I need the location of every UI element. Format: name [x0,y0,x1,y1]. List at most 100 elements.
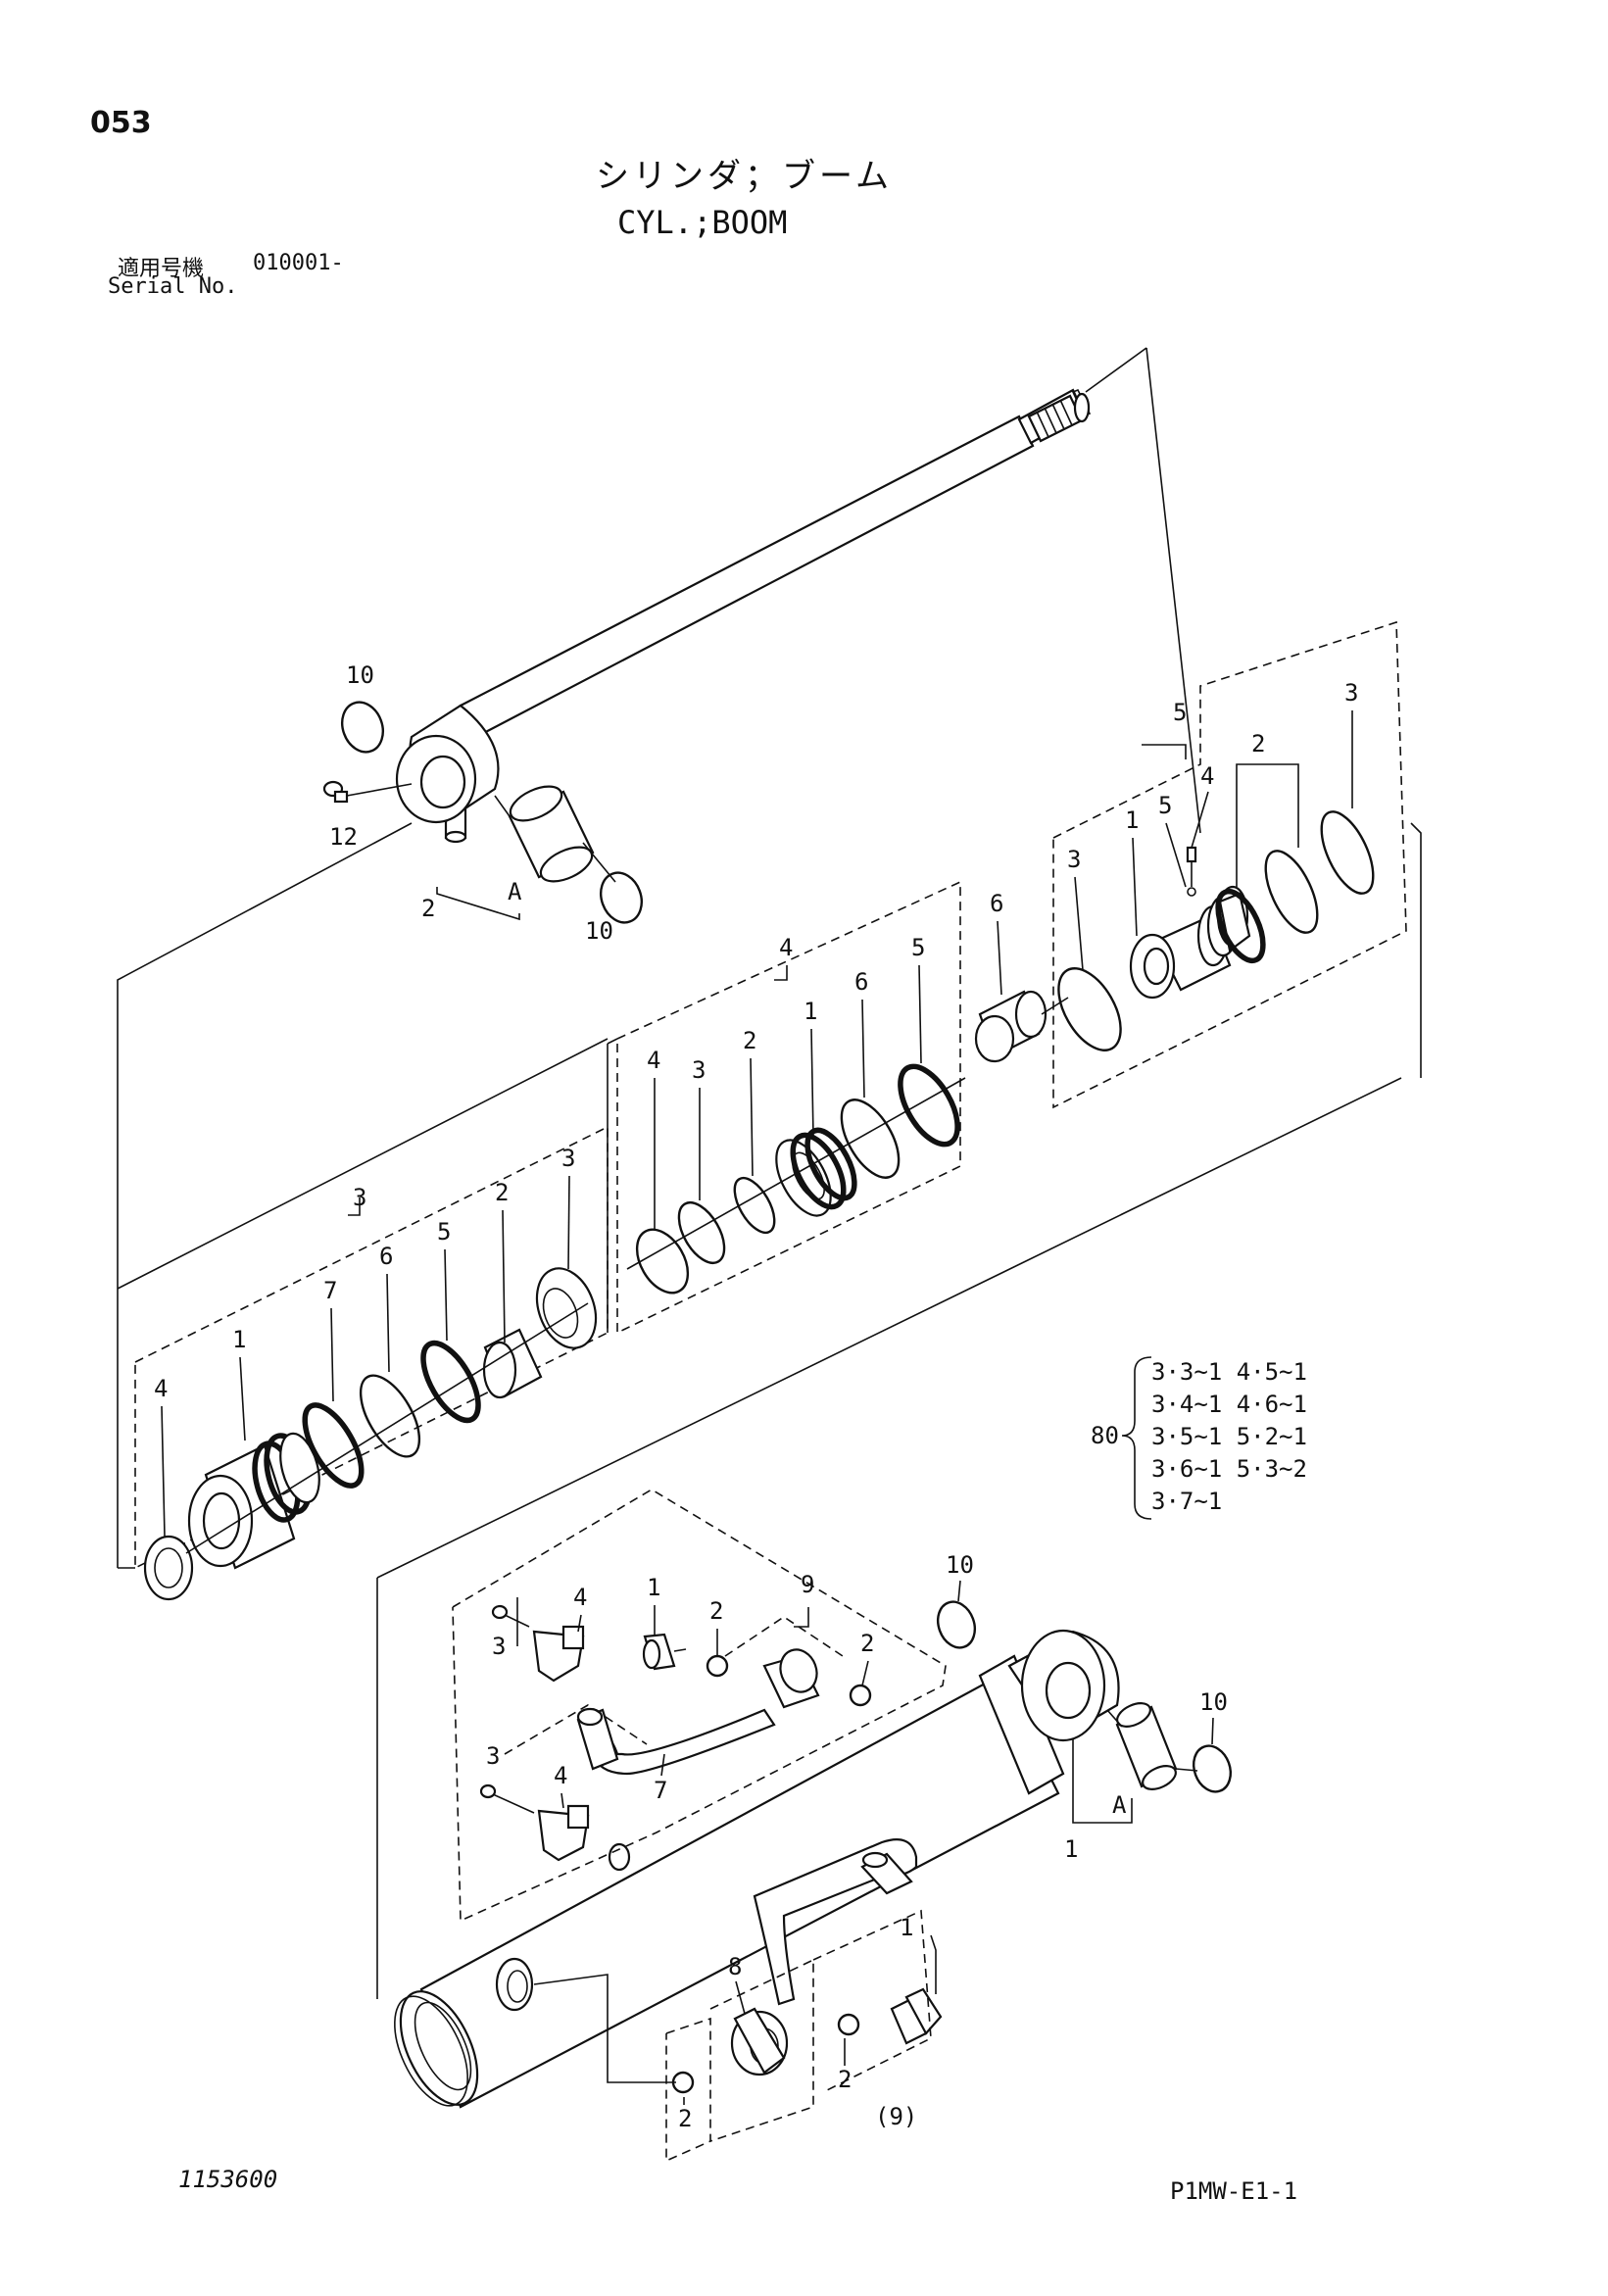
callout-6: 6 [854,968,868,996]
callout-10b: 10 [1199,1688,1228,1716]
callout-2a: 2 [678,2105,692,2132]
bottom-flange-fitting [730,2007,789,2076]
callout-label: 5 [1173,699,1187,726]
callout-3b: 3 [486,1742,500,1770]
callout-3a: 3 [492,1633,506,1660]
g5-backup-ring [1264,850,1319,934]
leader-rod-top [1085,347,1147,393]
callout-10a: 10 [346,661,374,689]
g9-bolt-lower [479,1783,535,1814]
g9-oring-a [706,1654,729,1678]
g9-bolt-upper [491,1604,530,1628]
tube-port-upper [608,1842,631,1872]
page-title-english: CYL.;BOOM [617,204,788,241]
kit-row-5: 3·7~1 [1151,1488,1222,1515]
callout-1: 1 [1125,806,1139,834]
bottom-oring-a [671,2071,695,2094]
kit-row-3: 3·5~1 5·2~1 [1151,1423,1307,1450]
callout-1: 1 [232,1326,246,1353]
g9-clamp-upper [532,1625,585,1683]
group5-box [1052,620,1407,1109]
g9-elbow-fitting [642,1633,687,1671]
callouts-group4: 4 4 3 2 1 6 5 [647,934,925,1230]
callout-A: A [508,878,522,905]
g3-bushing [482,1328,543,1399]
g3-rod-cover [187,1432,320,1570]
dust-seal-ring-lower [600,871,643,924]
callout-1: 1 [804,998,817,1025]
serial-label-japanese: 適用号機 [118,257,205,281]
g3-seal-housing [535,1267,598,1349]
tube-dust-seal-top [936,1600,977,1649]
g9-clamp-lower [537,1804,590,1862]
piston-rod [395,388,1092,844]
kit-row-4: 3·6~1 5·3~2 [1151,1455,1307,1483]
callout-3: 3 [692,1056,706,1084]
callouts-rod: 10 12 2 A 10 [329,661,613,945]
bottom-pipe [753,1838,918,2006]
callout-A: A [1112,1791,1127,1819]
callout-2: 2 [421,895,435,922]
g3-dust-wiper [143,1535,194,1601]
callout-10b: 10 [585,917,613,945]
callout-5: 5 [1158,792,1172,819]
tube-end-bushing [1115,1702,1178,1790]
g5-backup-ring-left [1057,967,1122,1051]
tube-port-lower [495,1957,534,2012]
tube-dust-seal-right [1192,1744,1233,1793]
page-title-japanese: シリンダ；ブーム [596,157,893,196]
g5-oring [1215,888,1266,964]
callout-5: 5 [911,934,925,961]
serial-value: 010001- [253,251,344,275]
callout-2b: 2 [838,2066,852,2093]
callout-4: 4 [1200,762,1214,790]
callout-3b: 3 [1344,679,1358,707]
g4-oring-small [677,1201,726,1264]
bottom-box-b [709,1958,814,2142]
g5-set-screw [1186,846,1197,863]
kit-number: 80 [1091,1422,1119,1449]
callout-7: 7 [654,1777,667,1804]
callout-label: 4 [779,934,793,961]
callout-6: 6 [379,1243,393,1270]
cushion-bearing [974,990,1048,1063]
g9-pipe-fitting [762,1648,820,1709]
leader-rod-left [117,822,413,1568]
document-number: 1153600 [178,2166,278,2193]
document-code: P1MW-E1-1 [1170,2177,1298,2205]
g5-dust-seal [1320,810,1375,895]
serial-label-english: Serial No. [108,274,238,299]
grease-fitting [322,780,413,804]
callout-10a: 10 [946,1551,974,1579]
callouts-group9: 9 3 4 1 2 2 7 3 4 [486,1571,874,1809]
g3-oring-2 [420,1340,481,1424]
callouts-tube: 10 10 A 1 [946,1551,1228,1863]
g3-backup-ring [359,1374,421,1458]
callout-3a: 3 [1067,846,1081,873]
callouts-bottom: 8 1 2 2 (9) [678,1914,917,2132]
bottom-oring-b [837,2013,860,2036]
g3-oring [302,1402,365,1489]
callout-5: 5 [437,1218,451,1246]
group3-box [134,1125,609,1570]
callout-label: 3 [353,1184,366,1211]
cylinder-tube [394,1629,1120,2109]
g4-dust-seal [635,1228,690,1295]
callout-4: 4 [647,1047,660,1074]
g4-rod-seal [775,1127,857,1217]
callout-loose-6: 6 [990,890,1003,917]
callout-4b: 4 [554,1762,567,1789]
bottom-plug [890,1987,943,2045]
g9-pipe [576,1707,776,1776]
group9-box [452,1489,947,1923]
callout-9: (9) [875,2103,917,2130]
callout-1: 1 [647,1574,660,1601]
leader-rod-right [1145,347,1201,834]
callout-2b: 2 [860,1630,874,1657]
callout-4a: 4 [573,1584,587,1611]
bottom-box-c [812,1909,932,2093]
callout-3: 3 [561,1145,575,1172]
callout-2: 2 [495,1179,509,1206]
g4-backup-ring [733,1176,776,1235]
